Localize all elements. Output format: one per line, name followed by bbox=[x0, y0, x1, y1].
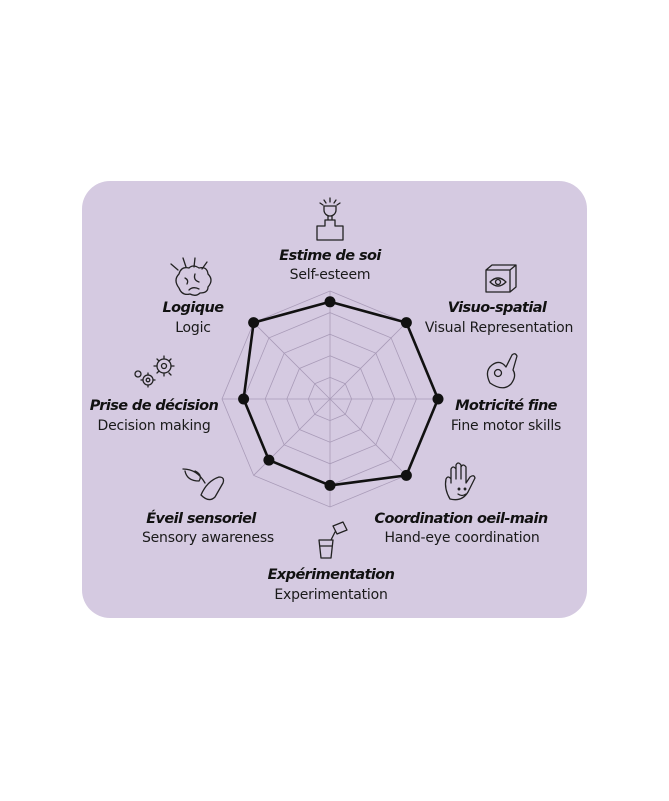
axis-label-fine-motor: Motricité fine bbox=[455, 398, 558, 414]
data-point-0 bbox=[324, 296, 336, 308]
data-point-7 bbox=[248, 317, 260, 329]
pinching-hand-icon bbox=[486, 353, 518, 389]
data-point-1 bbox=[400, 317, 412, 329]
axis-label-visuo-spatial: Visuo-spatial bbox=[448, 300, 548, 316]
grid-spoke bbox=[253, 322, 331, 400]
axis-sublabel-self-esteem: Self-esteem bbox=[290, 267, 371, 283]
hand-feather-icon bbox=[182, 468, 225, 501]
radar-series bbox=[238, 296, 444, 491]
eye-cube-icon bbox=[485, 264, 517, 293]
axis-sublabel-fine-motor: Fine motor skills bbox=[451, 418, 561, 434]
pouring-glass-icon bbox=[318, 521, 348, 559]
smiley-hand-icon bbox=[444, 462, 476, 501]
chart-card bbox=[82, 181, 587, 618]
axis-sublabel-hand-eye: Hand-eye coordination bbox=[384, 530, 539, 546]
gears-icon bbox=[134, 355, 175, 388]
data-point-2 bbox=[432, 393, 444, 405]
data-point-3 bbox=[400, 469, 412, 481]
axis-labels: Estime de soi Self-esteem Visuo-spatial … bbox=[90, 248, 574, 603]
axis-sublabel-experimentation: Experimentation bbox=[274, 587, 387, 603]
axis-label-self-esteem: Estime de soi bbox=[279, 248, 382, 264]
grid-spoke bbox=[329, 322, 407, 400]
axis-label-sensory: Éveil sensoriel bbox=[146, 510, 257, 527]
data-point-5 bbox=[263, 454, 275, 466]
axis-label-hand-eye: Coordination oeil-main bbox=[374, 511, 547, 527]
axis-sublabel-logic: Logic bbox=[175, 320, 211, 336]
axis-sublabel-visuo-spatial: Visual Representation bbox=[425, 320, 573, 336]
data-point-4 bbox=[324, 479, 336, 491]
axis-sublabel-sensory: Sensory awareness bbox=[142, 530, 274, 546]
axis-label-decision: Prise de décision bbox=[90, 398, 219, 414]
data-point-6 bbox=[238, 393, 250, 405]
axis-label-logic: Logique bbox=[163, 300, 225, 316]
trophy-podium-icon bbox=[316, 197, 344, 241]
axis-label-experimentation: Expérimentation bbox=[268, 567, 395, 583]
brain-icon bbox=[170, 257, 212, 296]
grid-spoke bbox=[329, 398, 407, 476]
axis-sublabel-decision: Decision making bbox=[97, 418, 210, 434]
